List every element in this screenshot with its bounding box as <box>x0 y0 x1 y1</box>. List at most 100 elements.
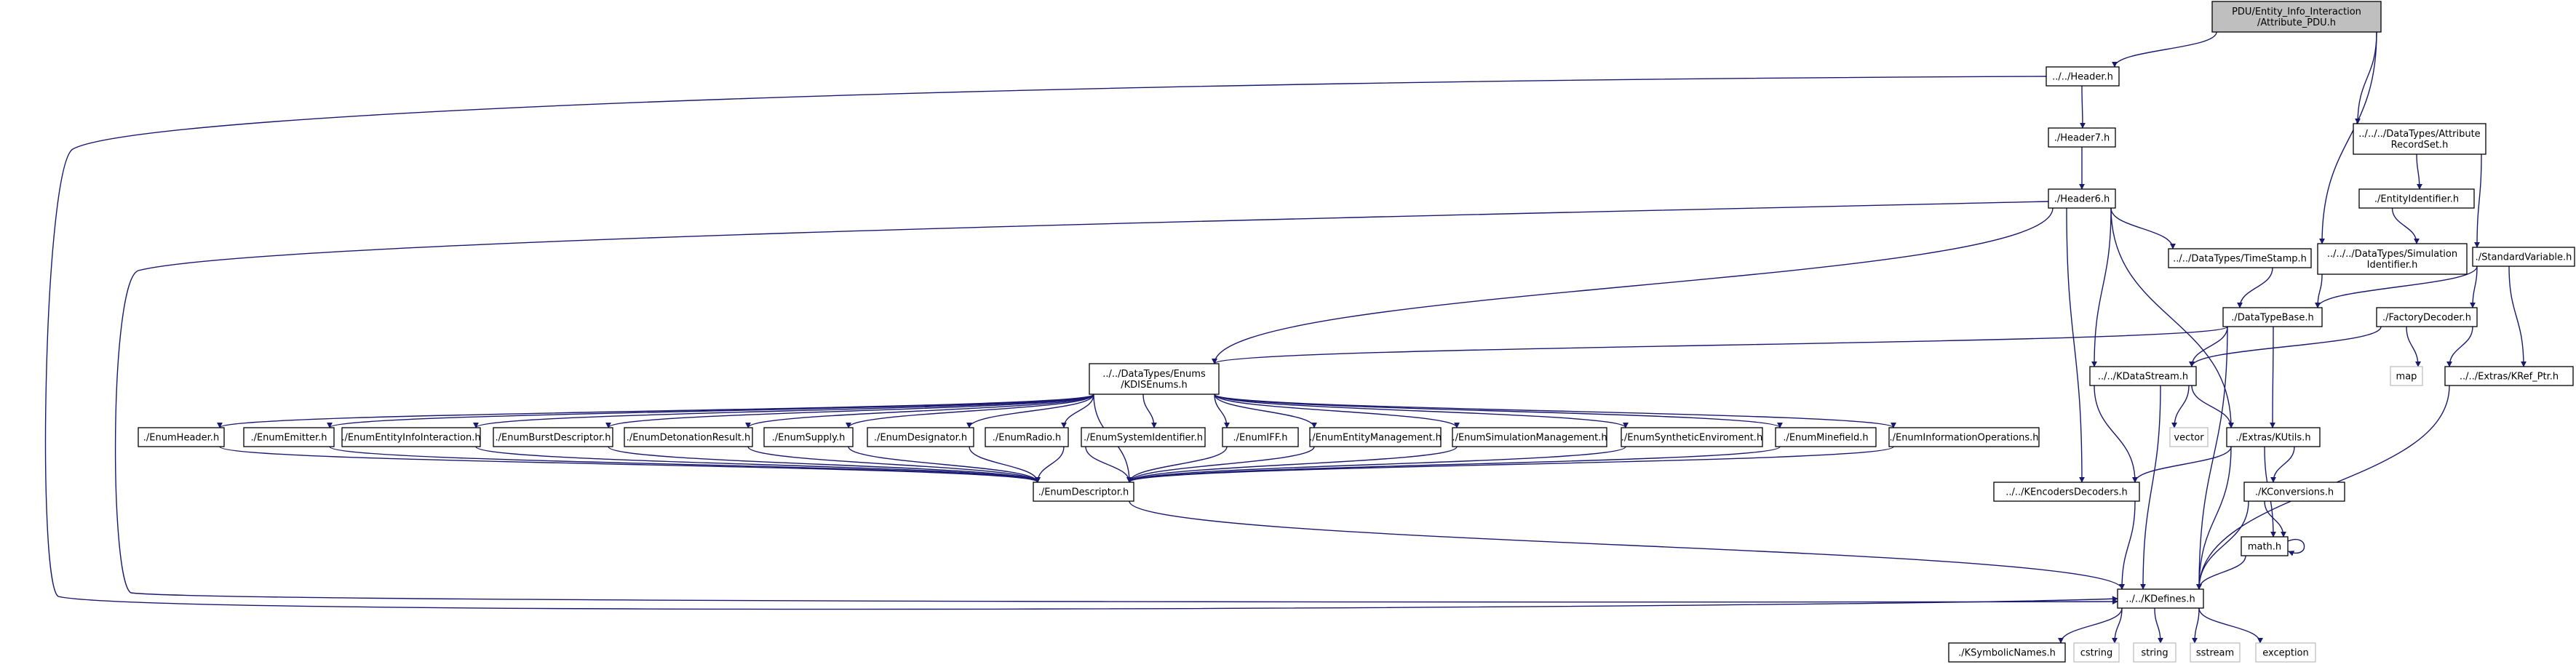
node-ksymbolicNames[interactable]: ./KSymbolicNames.h <box>1948 642 2066 663</box>
node-kdefines[interactable]: ../../KDefines.h <box>2117 588 2204 609</box>
edge-enumSimulationManagement-to-enumDescriptor <box>1126 446 1458 483</box>
node-enumIFF[interactable]: ./EnumIFF.h <box>1222 427 1299 447</box>
node-vector[interactable]: vector <box>2169 427 2209 447</box>
edge-enumEntityInfoInteraction-to-enumDescriptor <box>475 446 1041 483</box>
node-timeStamp[interactable]: ../../DataTypes/TimeStamp.h <box>2168 248 2312 268</box>
edge-path <box>745 394 1094 428</box>
node-entityIdentifier[interactable]: ./EntityIdentifier.h <box>2358 188 2475 209</box>
node-kdisEnums[interactable]: ../../DataTypes/Enums/KDISEnums.h <box>1089 363 1220 395</box>
edge-kdisEnums-to-enumRadio <box>1061 394 1094 428</box>
node-kdataStream[interactable]: ../../KDataStream.h <box>2089 366 2197 386</box>
edge-path <box>114 201 2118 605</box>
edge-path <box>2140 385 2161 590</box>
edge-path <box>1214 394 1896 428</box>
edge-kdisEnums-to-enumMinefield <box>1214 394 1783 428</box>
node-kencodersDecoders[interactable]: ../../KEncodersDecoders.h <box>1993 482 2140 502</box>
edge-kutils-to-kencodersDecoders <box>2132 446 2232 483</box>
node-box <box>985 427 1069 447</box>
node-enumEntityManagement[interactable]: ./EnumEntityManagement.h <box>1309 427 1442 447</box>
edge-path <box>1142 394 1157 428</box>
node-label: ./StandardVariable.h <box>2476 252 2572 263</box>
node-header[interactable]: ../../Header.h <box>2046 66 2120 87</box>
edge-path <box>327 394 1094 428</box>
edge-kdataStream-to-kutils <box>2191 385 2234 428</box>
node-enumEntityInfoInteraction[interactable]: ./EnumEntityInfoInteraction.h <box>341 427 481 447</box>
node-label: vector <box>2174 433 2204 444</box>
edge-path <box>2315 265 2478 308</box>
edge-path <box>2355 31 2377 124</box>
node-box <box>2222 307 2323 327</box>
node-label: ./EnumMinefield.h <box>1783 433 1868 444</box>
node-mathh[interactable]: math.h <box>2241 536 2289 556</box>
node-root[interactable]: PDU/Entity_Info_Interaction/Attribute_PD… <box>2211 1 2382 33</box>
edge-path <box>2132 446 2232 483</box>
node-kutils[interactable]: ./Extras/KUtils.h <box>2226 427 2321 447</box>
node-enumRadio[interactable]: ./EnumRadio.h <box>985 427 1069 447</box>
edge-kutils-to-kconversions <box>2270 446 2295 483</box>
node-simulationIdentifier[interactable]: ../../../DataTypes/SimulationIdentifier.… <box>2317 243 2468 275</box>
node-header7[interactable]: ./Header7.h <box>2048 127 2116 148</box>
node-box <box>2089 366 2197 386</box>
node-string[interactable]: string <box>2133 642 2177 663</box>
node-label: ./EnumSupply.h <box>772 433 846 444</box>
edge-path <box>2189 326 2382 367</box>
node-label: map <box>2396 372 2417 383</box>
node-enumSimulationManagement[interactable]: ./EnumSimulationManagement.h <box>1452 427 1607 447</box>
edges-layer <box>44 31 2527 644</box>
node-label: ../../DataTypes/TimeStamp.h <box>2173 254 2307 265</box>
node-box <box>138 427 225 447</box>
node-enumHeader[interactable]: ./EnumHeader.h <box>138 427 225 447</box>
node-label: ./EnumEntityInfoInteraction.h <box>341 433 480 444</box>
edge-path <box>217 394 1094 428</box>
edge-standardVariable-to-factoryDecoder <box>2470 265 2478 308</box>
node-cstring[interactable]: cstring <box>2073 642 2120 663</box>
edge-root-to-attrRecordSet <box>2355 31 2377 124</box>
node-box <box>2444 366 2574 386</box>
edge-enumEntityManagement-to-enumDescriptor <box>1126 446 1315 483</box>
node-enumSyntheticEnviroment[interactable]: ./EnumSyntheticEnviroment.h <box>1621 427 1763 447</box>
node-header6[interactable]: ./Header6.h <box>2048 188 2116 209</box>
node-label: ./EnumIFF.h <box>1233 433 1288 444</box>
edge-path <box>2196 500 2249 590</box>
node-label: sstream <box>2196 648 2234 659</box>
node-krefPtr[interactable]: ../../Extras/KRef_Ptr.h <box>2444 366 2574 386</box>
node-factoryDecoder[interactable]: ./FactoryDecoder.h <box>2376 307 2478 327</box>
node-sstream[interactable]: sstream <box>2190 642 2241 663</box>
edge-path <box>2470 265 2478 308</box>
node-box <box>2241 536 2289 556</box>
edge-kdisEnums-to-enumDetonationResult <box>745 394 1094 428</box>
node-box <box>493 427 613 447</box>
edge-mathh-to-mathh <box>2287 539 2305 556</box>
node-enumEmitter[interactable]: ./EnumEmitter.h <box>243 427 335 447</box>
node-enumSystemIdentifier[interactable]: ./EnumSystemIdentifier.h <box>1081 427 1206 447</box>
node-label: ./EnumRadio.h <box>993 433 1062 444</box>
edge-kdefines-to-cstring <box>2112 607 2123 644</box>
node-map[interactable]: map <box>2390 366 2423 386</box>
node-enumInformationOperations[interactable]: ./EnumInformationOperations.h <box>1888 427 2040 447</box>
node-kconversions[interactable]: ./KConversions.h <box>2243 482 2345 502</box>
node-enumBurstDescriptor[interactable]: ./EnumBurstDescriptor.h <box>493 427 613 447</box>
node-box <box>2358 188 2475 209</box>
edge-path <box>2058 607 2123 644</box>
edge-enumMinefield-to-enumDescriptor <box>1126 446 1781 483</box>
edge-kdisEnums-to-enumSyntheticEnviroment <box>1214 394 1629 428</box>
node-enumSupply[interactable]: ./EnumSupply.h <box>763 427 854 447</box>
node-standardVariable[interactable]: ./StandardVariable.h <box>2472 247 2575 267</box>
node-enumDetonationResult[interactable]: ./EnumDetonationResult.h <box>624 427 753 447</box>
node-enumMinefield[interactable]: ./EnumMinefield.h <box>1775 427 1877 447</box>
node-label: math.h <box>2248 542 2281 553</box>
node-label: ./EnumDescriptor.h <box>1038 487 1129 498</box>
edge-path <box>605 394 1094 428</box>
node-box <box>2353 123 2486 155</box>
node-box <box>1452 427 1607 447</box>
edge-enumDetonationResult-to-enumDescriptor <box>747 446 1041 483</box>
edge-path <box>747 446 1041 483</box>
edge-enumSystemIdentifier-to-enumDescriptor <box>1085 446 1132 483</box>
edge-path <box>2196 446 2232 590</box>
node-enumDesignator[interactable]: ./EnumDesignator.h <box>867 427 974 447</box>
node-enumDescriptor[interactable]: ./EnumDescriptor.h <box>1033 482 1134 502</box>
edge-path <box>475 446 1041 483</box>
node-dataTypeBase[interactable]: ./DataTypeBase.h <box>2222 307 2323 327</box>
node-exception[interactable]: exception <box>2255 642 2316 663</box>
